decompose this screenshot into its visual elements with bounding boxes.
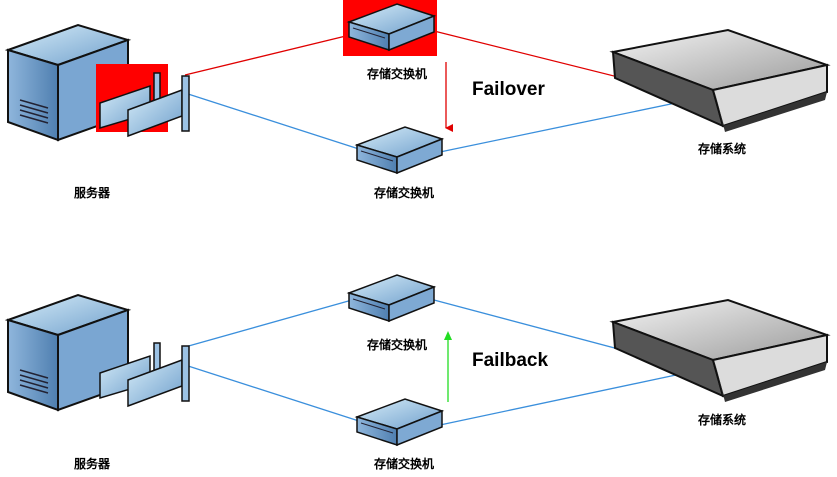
switch-a-label: 存储交换机 <box>366 337 427 352</box>
storage-system-icon <box>612 29 828 133</box>
storage-system-icon <box>612 299 828 403</box>
failover-label: Failover <box>472 79 545 100</box>
failover-scenario: 服务器 存储交换机 存储交换机 存储系统 Failover <box>7 0 828 200</box>
path-switch-b-storage <box>439 371 691 426</box>
active-path-server-switch-b <box>184 92 363 151</box>
switch-b-label: 存储交换机 <box>373 185 434 200</box>
server-label: 服务器 <box>74 456 111 471</box>
storage-label: 存储系统 <box>697 141 746 156</box>
active-path-switch-b-storage <box>439 99 691 153</box>
failback-arrow-head <box>444 331 452 340</box>
storage-label: 存储系统 <box>697 412 746 427</box>
path-server-switch-a <box>184 299 353 348</box>
switch-icon <box>356 398 443 446</box>
path-server-switch-b <box>184 364 363 423</box>
failback-label: Failback <box>472 350 548 371</box>
failback-scenario: 服务器 存储交换机 存储交换机 存储系统 Failback <box>7 274 828 471</box>
switch-a-label: 存储交换机 <box>366 66 427 81</box>
failed-path-server-switch-a <box>184 34 351 76</box>
switch-icon <box>348 274 435 322</box>
server-label: 服务器 <box>74 185 111 200</box>
switch-icon <box>356 126 443 174</box>
switch-b-label: 存储交换机 <box>373 456 434 471</box>
